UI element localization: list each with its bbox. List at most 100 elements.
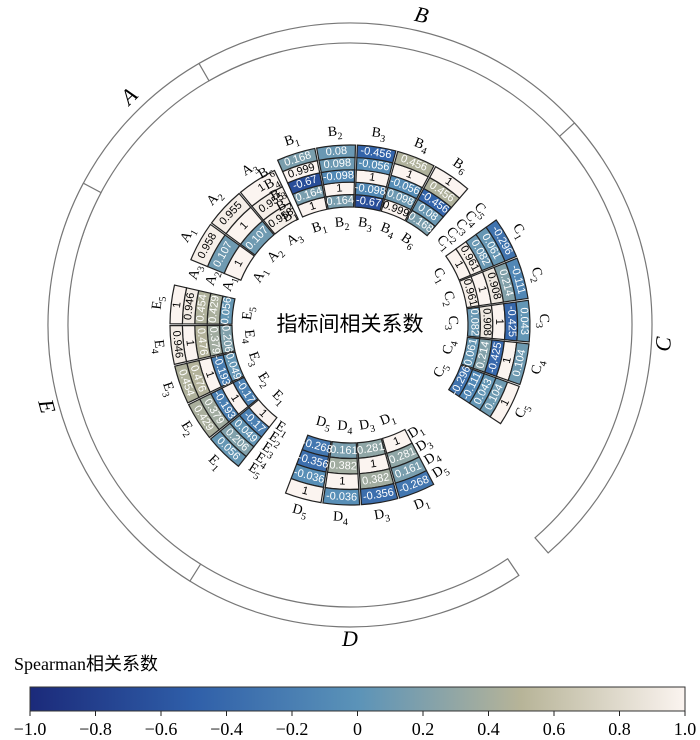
cell-value: 1 — [368, 171, 376, 184]
row-label-A1: A1 — [220, 274, 242, 294]
col-label-outer-D1: D1 — [412, 494, 433, 516]
cell-value: 1 — [369, 458, 377, 471]
cell-value: 1 — [203, 370, 216, 380]
col-label-outer-B4: B4 — [411, 136, 431, 158]
cell-value: 1 — [493, 319, 505, 325]
cell-value: -0.456 — [360, 145, 393, 162]
col-label-inner-C5: C5 — [431, 361, 454, 382]
cell-value: 0.08 — [325, 145, 347, 159]
col-label-inner-B4: B4 — [377, 220, 397, 242]
colorbar-tick-label: −0.8 — [79, 719, 112, 739]
col-label-outer-D5: D5 — [290, 502, 309, 523]
row-label-A3: A3 — [186, 263, 208, 283]
col-label-outer-D3: D3 — [373, 506, 391, 526]
col-label-inner-E5: E5 — [240, 306, 260, 322]
cell-value: 1 — [499, 397, 512, 408]
col-label-outer-E5: E5 — [150, 295, 170, 311]
cell-D5-D4 — [322, 486, 361, 506]
col-label-inner-E4: E4 — [238, 329, 257, 344]
sector-D: 10.2810.161-0.268D10.28110.382-0.356D30.… — [284, 412, 452, 529]
col-label-inner-D4: D4 — [337, 419, 353, 438]
colorbar-tick-label: 0.6 — [543, 719, 566, 739]
group-label-A: A — [114, 82, 143, 111]
col-label-inner-A1: A1 — [250, 265, 273, 287]
cell-value: 1 — [228, 392, 241, 404]
col-label-outer-C2: C2 — [524, 266, 545, 285]
cell-B6-B2 — [315, 144, 357, 162]
cell-value: 1 — [308, 200, 317, 213]
cell-value: 0.382 — [329, 459, 357, 472]
group-arc-B — [198, 22, 602, 169]
cell-value: 0.161 — [330, 444, 358, 457]
cell-value: 1 — [232, 258, 245, 269]
cell-value: 0.454 — [194, 294, 209, 323]
colorbar-title: Spearman相关系数 — [14, 654, 158, 674]
heatmap-sectors: 10.1070.958A10.10710.955A20.9580.9551A3A… — [148, 124, 551, 529]
colorbar-tick-label: −0.4 — [210, 719, 243, 739]
cell-value: 0.908 — [480, 308, 493, 336]
sector-E: 1-0.170.0490.2060.056E1-0.171-0.1930.379… — [148, 284, 288, 483]
col-label-outer-B3: B3 — [370, 125, 387, 145]
cell-value: 0.476 — [194, 327, 209, 356]
cell-value: -0.67 — [355, 194, 382, 210]
colorbar-tick-label: −0.6 — [145, 719, 178, 739]
cell-C5-C3 — [515, 299, 531, 343]
cell-value: -0.098 — [322, 169, 354, 183]
col-label-outer-B1: B1 — [283, 131, 302, 153]
col-label-inner-C1: C1 — [427, 265, 450, 286]
col-label-inner-B1: B1 — [310, 218, 329, 240]
group-label-C: C — [650, 336, 676, 352]
group-arc-E — [47, 182, 202, 582]
cell-value: 1 — [301, 485, 310, 498]
cell-D5-D5 — [284, 477, 325, 504]
cell-A3-A3 — [239, 169, 284, 208]
cell-value: 0.281 — [356, 441, 385, 457]
cell-value: 0.043 — [518, 307, 531, 335]
cell-value: 0.098 — [323, 157, 351, 171]
cell-value: 1 — [171, 301, 184, 308]
cell-C5-C2 — [504, 257, 529, 301]
col-label-inner-D5: D5 — [313, 414, 332, 435]
col-label-outer-B2: B2 — [327, 124, 343, 143]
col-label-outer-A1: A1 — [178, 225, 201, 247]
col-label-inner-E1: E1 — [266, 387, 288, 409]
cell-value: 1 — [501, 356, 514, 365]
col-label-inner-C3: C3 — [442, 315, 460, 330]
col-label-inner-A3: A3 — [284, 229, 307, 252]
col-label-outer-C5: C5 — [512, 401, 535, 422]
colorbar-tick-label: −0.2 — [276, 719, 309, 739]
col-label-inner-B2: B2 — [334, 215, 350, 234]
cell-value: 1 — [339, 475, 346, 487]
col-label-outer-C1: C1 — [506, 221, 529, 242]
cell-value: 1 — [336, 182, 343, 194]
group-arc-D — [180, 557, 520, 628]
cell-value: 0.104 — [511, 348, 529, 377]
col-label-outer-C3: C3 — [533, 313, 551, 328]
cell-B6-B3 — [356, 144, 397, 164]
cell-B6-B4 — [393, 150, 435, 178]
cell-E5-E5 — [169, 284, 188, 325]
cell-value: 1 — [183, 339, 196, 346]
cell-value: 0.056 — [219, 296, 234, 325]
col-label-inner-E2: E2 — [252, 370, 275, 391]
cell-value: -0.425 — [505, 306, 518, 337]
row-label-A2: A2 — [203, 269, 225, 289]
colorbar-tick-label: 0.4 — [477, 719, 500, 739]
cell-value: 1 — [256, 181, 268, 194]
cell-A3-A1 — [190, 223, 226, 268]
cell-E5-E4 — [169, 324, 188, 366]
cell-value: -0.356 — [362, 486, 395, 503]
cell-value: 0.946 — [170, 330, 185, 359]
cell-value: 1 — [392, 435, 402, 448]
cell-B6-B1 — [276, 147, 318, 173]
group-label-E: E — [33, 395, 61, 416]
cell-C5-C1 — [485, 219, 518, 262]
cell-value: 0.379 — [207, 326, 222, 355]
col-label-inner-B6: B6 — [396, 231, 418, 254]
col-label-outer-D4: D4 — [333, 510, 349, 529]
cell-D5-D3 — [359, 482, 399, 506]
